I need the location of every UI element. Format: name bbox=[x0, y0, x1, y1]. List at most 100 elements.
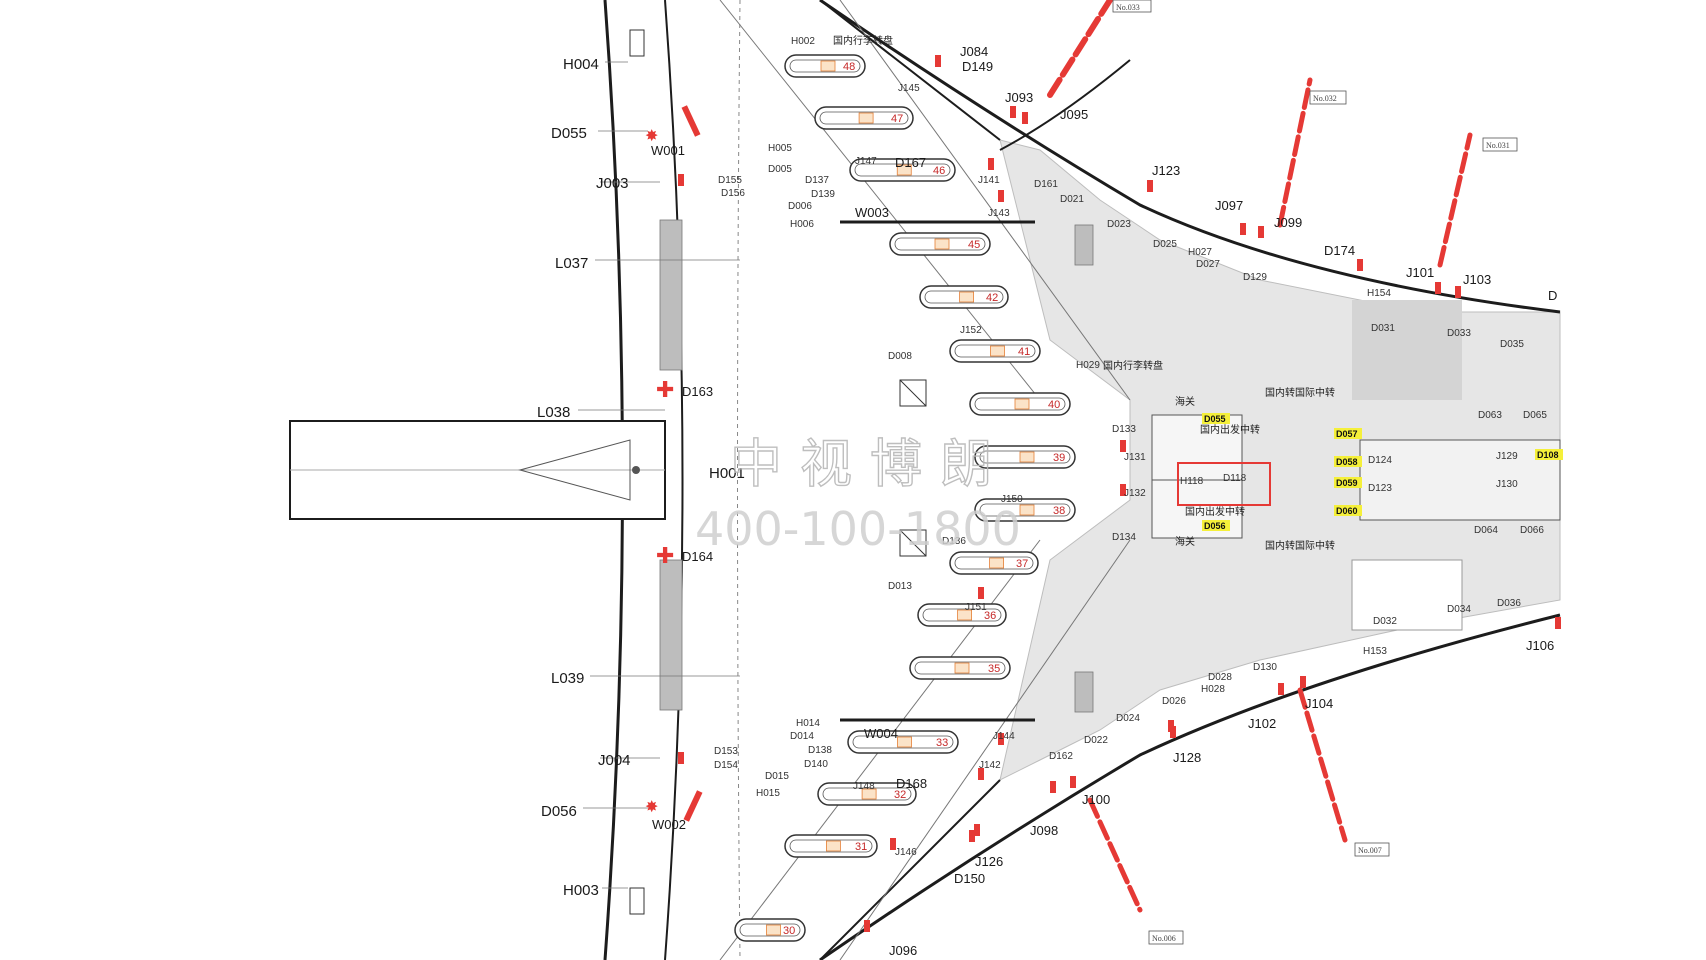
customs-label: 海关 bbox=[1175, 535, 1195, 548]
carousel-41: 41 bbox=[949, 339, 1041, 363]
label-j152: J152 bbox=[960, 325, 982, 336]
tag-no031: No.031 bbox=[1486, 141, 1510, 150]
label-j147: J147 bbox=[855, 156, 877, 167]
label-j148: J148 bbox=[853, 781, 875, 792]
carousel-39: 39 bbox=[974, 445, 1076, 469]
label-d055: D055 bbox=[551, 125, 587, 142]
terminal-structure bbox=[289, 0, 1561, 960]
label-d066: D066 bbox=[1520, 525, 1544, 536]
label-j104: J104 bbox=[1305, 696, 1333, 711]
carousel-32: 32 bbox=[817, 782, 917, 806]
transfer-label: 国内转国际中转 bbox=[1265, 386, 1335, 399]
label-j096: J096 bbox=[889, 943, 917, 958]
label-j144: J144 bbox=[993, 731, 1015, 742]
carousel-number: 46 bbox=[933, 165, 945, 177]
label-j101: J101 bbox=[1406, 265, 1434, 280]
carousel-42: 42 bbox=[919, 285, 1009, 309]
label-d138: D138 bbox=[808, 745, 832, 756]
baggage-label: 国内行李转盘 bbox=[833, 34, 893, 47]
carousel-45: 45 bbox=[889, 232, 991, 256]
label-d140: D140 bbox=[804, 759, 828, 770]
label-d139: D139 bbox=[811, 189, 835, 200]
label-j146: J146 bbox=[895, 847, 917, 858]
watermark: 中视博朗 400-100-1800 bbox=[695, 434, 1021, 556]
label-j003: J003 bbox=[596, 175, 629, 192]
jet-bridges bbox=[1047, 0, 1473, 913]
tag-d055: D055 bbox=[1204, 414, 1226, 424]
label-d036: D036 bbox=[1497, 598, 1521, 609]
label-d022: D022 bbox=[1084, 735, 1108, 746]
label-d024: D024 bbox=[1116, 713, 1140, 724]
label-d124: D124 bbox=[1368, 455, 1392, 466]
tag-d108: D108 bbox=[1537, 450, 1559, 460]
bridge-tag-labels: No.033 No.032 No.031 No.007 No.006 bbox=[1116, 3, 1510, 943]
carousel-46: 46 bbox=[849, 158, 956, 182]
domestic-gate-label: 国内出发中转 bbox=[1200, 423, 1260, 436]
label-d118: D118 bbox=[1223, 473, 1247, 484]
label-j132: J132 bbox=[1124, 488, 1146, 499]
label-h014: H014 bbox=[796, 718, 820, 729]
label-d063: D063 bbox=[1478, 410, 1502, 421]
label-j131: J131 bbox=[1124, 452, 1146, 463]
carousel-30: 30 bbox=[734, 918, 806, 942]
label-j141: J141 bbox=[978, 175, 1000, 186]
label-j143: J143 bbox=[988, 208, 1010, 219]
label-j098: J098 bbox=[1030, 823, 1058, 838]
label-d034: D034 bbox=[1447, 604, 1471, 615]
carousel-40: 40 bbox=[969, 392, 1071, 416]
carousel-38: 38 bbox=[974, 498, 1076, 522]
area-labels: 海关 海关 国内转国际中转 国内转国际中转 国内出发中转 国内出发中转 国内行李… bbox=[833, 34, 1335, 552]
transfer-label: 国内转国际中转 bbox=[1265, 539, 1335, 552]
label-d174: D174 bbox=[1324, 243, 1355, 258]
label-d006: D006 bbox=[788, 201, 812, 212]
label-h002: H002 bbox=[791, 36, 815, 47]
label-j128: J128 bbox=[1173, 750, 1201, 765]
label-d008: D008 bbox=[888, 351, 912, 362]
label-h003: H003 bbox=[563, 882, 599, 899]
label-j130: J130 bbox=[1496, 479, 1518, 490]
label-d033: D033 bbox=[1447, 328, 1471, 339]
label-d168: D168 bbox=[896, 776, 927, 791]
bridge-tags bbox=[1112, 0, 1518, 945]
label-w004: W004 bbox=[864, 726, 898, 741]
tag-no007: No.007 bbox=[1358, 846, 1382, 855]
carousel-33: 33 bbox=[847, 730, 959, 754]
domestic-gate-label: 国内出发中转 bbox=[1185, 505, 1245, 518]
carousel-number: 36 bbox=[984, 610, 996, 622]
label-j150: J150 bbox=[1001, 494, 1023, 505]
label-j095: J095 bbox=[1060, 107, 1088, 122]
carousel-number: 42 bbox=[986, 292, 998, 304]
label-j099: J099 bbox=[1274, 215, 1302, 230]
label-j097: J097 bbox=[1215, 198, 1243, 213]
label-j142: J142 bbox=[979, 760, 1001, 771]
baggage-label: 国内行李转盘 bbox=[1103, 359, 1163, 372]
carousel-number: 35 bbox=[988, 663, 1000, 675]
label-d026: D026 bbox=[1162, 696, 1186, 707]
label-d133: D133 bbox=[1112, 424, 1136, 435]
label-d150: D150 bbox=[954, 871, 985, 886]
label-d032: D032 bbox=[1373, 616, 1397, 627]
label-w002: W002 bbox=[652, 817, 686, 832]
label-l039: L039 bbox=[551, 670, 584, 687]
tag-d059: D059 bbox=[1336, 478, 1358, 488]
tag-d060: D060 bbox=[1336, 506, 1358, 516]
label-d-edge: D bbox=[1548, 288, 1557, 303]
label-j100: J100 bbox=[1082, 792, 1110, 807]
label-d123: D123 bbox=[1368, 483, 1392, 494]
tag-no032: No.032 bbox=[1313, 94, 1337, 103]
carousel-number: 33 bbox=[936, 737, 948, 749]
target-location-box bbox=[1177, 462, 1271, 506]
label-d065: D065 bbox=[1523, 410, 1547, 421]
label-j102: J102 bbox=[1248, 716, 1276, 731]
label-w001: W001 bbox=[651, 143, 685, 158]
label-d064: D064 bbox=[1474, 525, 1498, 536]
star-icon: ✸ bbox=[645, 126, 658, 145]
label-d162: D162 bbox=[1049, 751, 1073, 762]
carousel-36: 36 bbox=[917, 603, 1007, 627]
carousel-48: 48 bbox=[784, 54, 866, 78]
tag-d057: D057 bbox=[1336, 429, 1358, 439]
carousel-number: 32 bbox=[894, 789, 906, 801]
